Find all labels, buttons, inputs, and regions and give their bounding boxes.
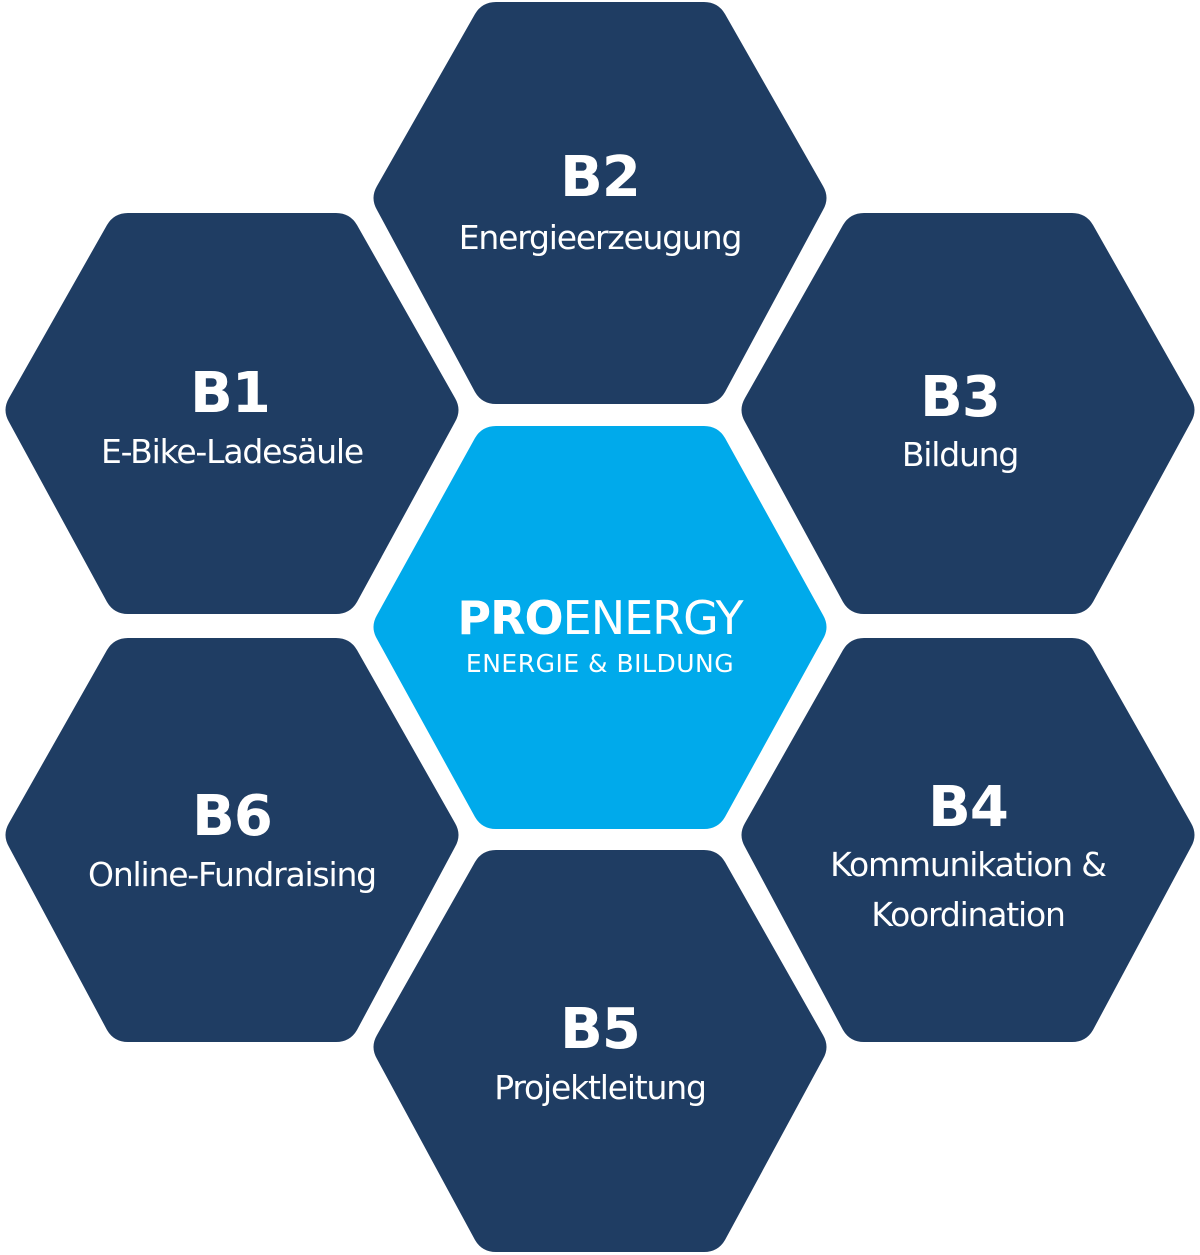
module-label: Energieerzeugung xyxy=(459,218,741,257)
module-label: Projektleitung xyxy=(494,1068,705,1107)
hex-shape-center xyxy=(373,426,827,829)
module-code: B6 xyxy=(192,784,272,849)
hex-shape-b3 xyxy=(741,213,1195,614)
center-tagline: ENERGIE & BILDUNG xyxy=(466,649,734,678)
hex-module-b1: B1 E-Bike-Ladesäule xyxy=(5,213,459,614)
module-code: B3 xyxy=(920,365,1000,430)
hex-shape-b5 xyxy=(373,850,827,1252)
hex-center: PROENERGY ENERGIE & BILDUNG xyxy=(373,426,827,829)
module-code: B1 xyxy=(190,361,270,426)
hex-module-b6: B6 Online-Fundraising xyxy=(5,638,459,1042)
module-label: Online-Fundraising xyxy=(88,855,376,894)
module-code: B4 xyxy=(928,775,1008,840)
hex-module-b2: B2 Energieerzeugung xyxy=(373,2,827,404)
center-brand: PROENERGY xyxy=(457,591,744,645)
hex-shape-b1 xyxy=(5,213,459,614)
hex-shape-b6 xyxy=(5,638,459,1042)
module-label-line-2: Koordination xyxy=(871,895,1064,934)
module-code: B5 xyxy=(560,997,640,1062)
center-brand-light: ENERGY xyxy=(563,591,745,645)
center-brand-strong: PRO xyxy=(457,591,562,645)
hex-module-b5: B5 Projektleitung xyxy=(373,850,827,1252)
module-label: E-Bike-Ladesäule xyxy=(101,432,363,471)
module-code: B2 xyxy=(560,145,640,210)
module-label: Bildung xyxy=(902,435,1018,474)
hex-module-b3: B3 Bildung xyxy=(741,213,1195,614)
module-label: Kommunikation & xyxy=(830,845,1106,884)
hex-shape-b2 xyxy=(373,2,827,404)
hex-module-b4: B4 Kommunikation & Koordination xyxy=(741,638,1195,1042)
hex-shape-b4 xyxy=(741,638,1195,1042)
